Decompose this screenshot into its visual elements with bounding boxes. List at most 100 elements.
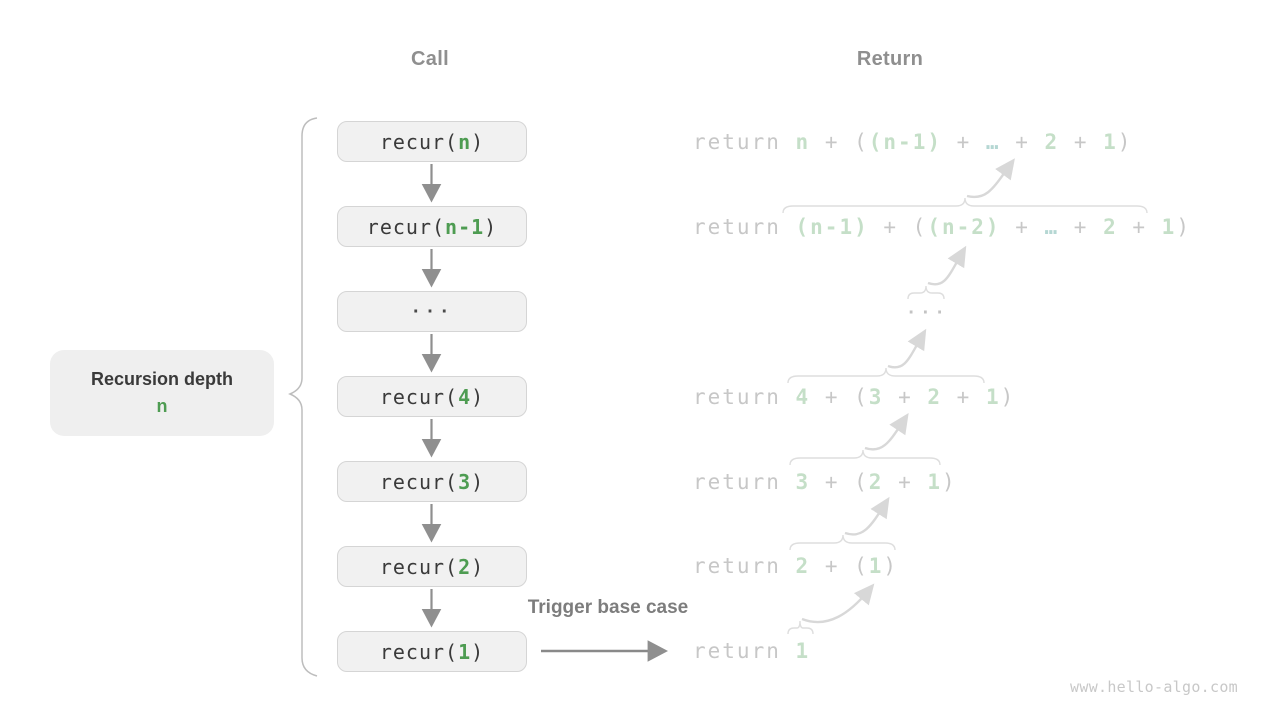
return-expr-2: return 2 + (1) bbox=[693, 552, 898, 580]
return-brace-3 bbox=[907, 285, 945, 300]
return-arrow-7 bbox=[801, 583, 875, 624]
token: ) bbox=[471, 129, 485, 154]
call-box-recur-3: recur(3) bbox=[337, 461, 527, 502]
recursion-depth-brace bbox=[288, 117, 318, 677]
return-expr-ellipsis: ··· bbox=[906, 297, 949, 325]
return-arrow-3 bbox=[927, 245, 967, 286]
return-expr-n-1: return (n-1) + ((n-2) + … + 2 + 1) bbox=[693, 213, 1191, 241]
token: 3 bbox=[795, 470, 811, 494]
token: + bbox=[1000, 215, 1045, 239]
token: + bbox=[941, 130, 986, 154]
return-group-braces bbox=[782, 197, 1148, 635]
token: recur( bbox=[379, 639, 459, 664]
return-arrow-6 bbox=[844, 496, 890, 536]
token: 2 bbox=[795, 554, 811, 578]
token: return bbox=[693, 470, 796, 494]
token: ( bbox=[854, 385, 869, 409]
token: return bbox=[693, 130, 796, 154]
return-expr-3: return 3 + (2 + 1) bbox=[693, 468, 957, 496]
return-brace-4 bbox=[787, 367, 985, 384]
token: ) bbox=[1176, 215, 1191, 239]
token: + bbox=[810, 130, 855, 154]
token: ( bbox=[912, 215, 928, 239]
token: ( bbox=[854, 470, 869, 494]
token: + bbox=[810, 554, 855, 578]
token: ) bbox=[1000, 385, 1016, 409]
call-box-recur-4: recur(4) bbox=[337, 376, 527, 417]
token: + bbox=[868, 215, 913, 239]
token: 3 bbox=[868, 385, 884, 409]
return-arrow-2 bbox=[966, 158, 1015, 199]
token: n-1 bbox=[445, 214, 485, 239]
token: ) bbox=[471, 384, 485, 409]
token: ) bbox=[942, 470, 957, 494]
token: 2 bbox=[458, 554, 472, 579]
token: + bbox=[1117, 215, 1162, 239]
recursion-depth-value: n bbox=[156, 396, 168, 416]
return-brace-5 bbox=[789, 449, 941, 466]
trigger-base-case-label: Trigger base case bbox=[527, 597, 689, 618]
token: (n-1) bbox=[868, 130, 942, 154]
token: + bbox=[810, 470, 855, 494]
token: 4 bbox=[458, 384, 472, 409]
return-brace-6 bbox=[789, 534, 896, 551]
token: 2 bbox=[1103, 215, 1118, 239]
return-column-header: Return bbox=[856, 48, 924, 70]
token: 1 bbox=[795, 639, 811, 663]
token: 1 bbox=[927, 470, 943, 494]
recursion-depth-label: Recursion depth n bbox=[50, 350, 274, 436]
call-box-recur-1: recur(1) bbox=[337, 631, 527, 672]
return-flow-arrows bbox=[801, 158, 1015, 624]
token: recur( bbox=[379, 554, 459, 579]
token: n bbox=[795, 130, 811, 154]
token: 1 bbox=[458, 639, 472, 664]
token: + bbox=[1059, 215, 1104, 239]
call-box-recur-n: recur(n) bbox=[337, 121, 527, 162]
token: ) bbox=[883, 554, 899, 578]
return-expr-4: return 4 + (3 + 2 + 1) bbox=[693, 383, 1015, 411]
token: 1 bbox=[868, 554, 884, 578]
return-brace-2 bbox=[782, 197, 1148, 214]
token: recur( bbox=[379, 469, 459, 494]
token: ··· bbox=[410, 301, 454, 322]
token: 2 bbox=[927, 385, 943, 409]
token: ) bbox=[471, 469, 485, 494]
return-brace-7 bbox=[787, 620, 814, 635]
token: 3 bbox=[458, 469, 472, 494]
token: ··· bbox=[906, 303, 949, 323]
token: + bbox=[1059, 130, 1104, 154]
token: ) bbox=[484, 214, 498, 239]
return-arrow-4 bbox=[887, 328, 927, 369]
token: … bbox=[985, 130, 1001, 154]
token: 1 bbox=[1161, 215, 1177, 239]
token: (n-1) bbox=[795, 215, 869, 239]
token: ) bbox=[471, 639, 485, 664]
token: + bbox=[883, 470, 928, 494]
token: + bbox=[1000, 130, 1045, 154]
return-expr-1: return 1 bbox=[693, 637, 810, 665]
token: 2 bbox=[868, 470, 884, 494]
watermark: www.hello-algo.com bbox=[1070, 678, 1238, 696]
call-box-recur-n-1: recur(n-1) bbox=[337, 206, 527, 247]
token: + bbox=[810, 385, 855, 409]
token: return bbox=[693, 554, 796, 578]
return-expr-n: return n + ((n-1) + … + 2 + 1) bbox=[693, 128, 1132, 156]
token: return bbox=[693, 385, 796, 409]
token: 1 bbox=[1103, 130, 1118, 154]
token: ( bbox=[854, 554, 869, 578]
token: recur( bbox=[379, 129, 459, 154]
token: + bbox=[883, 385, 928, 409]
token: … bbox=[1044, 215, 1060, 239]
token: 2 bbox=[1044, 130, 1060, 154]
call-box-recur-2: recur(2) bbox=[337, 546, 527, 587]
token: recur( bbox=[366, 214, 446, 239]
token: ) bbox=[471, 554, 485, 579]
token: (n-2) bbox=[927, 215, 1001, 239]
token: ( bbox=[854, 130, 869, 154]
return-arrow-5 bbox=[864, 413, 909, 451]
recursion-depth-title: Recursion depth bbox=[90, 369, 233, 389]
token: 1 bbox=[985, 385, 1001, 409]
token: + bbox=[942, 385, 986, 409]
